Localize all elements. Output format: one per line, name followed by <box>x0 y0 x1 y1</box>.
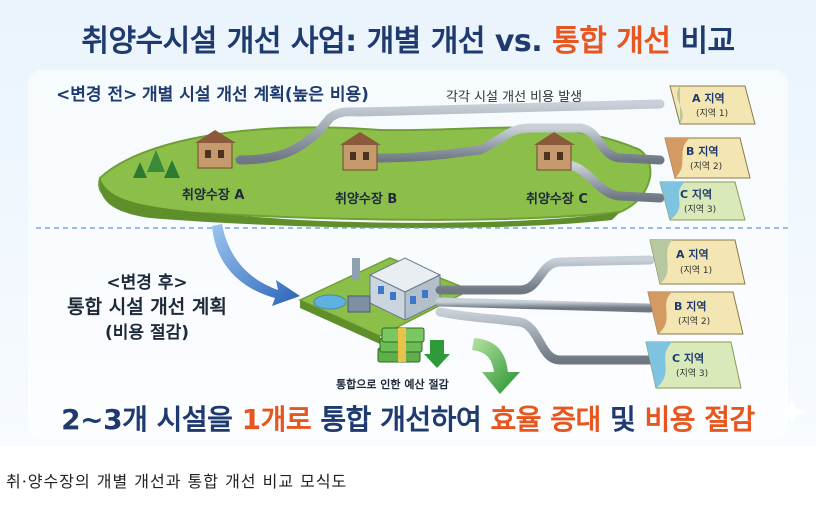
plant-a-label: 취양수장 A <box>182 188 245 203</box>
savings-label: 통합으로 인한 예산 절감 <box>336 378 449 391</box>
after-region-a-sub: (지역 1) <box>680 266 713 276</box>
after-region-b-sub: (지역 2) <box>678 317 711 327</box>
before-region-b-name: B 지역 <box>686 145 719 158</box>
savings-arrow <box>472 338 520 394</box>
trees <box>133 150 180 178</box>
before-pipes <box>235 99 665 203</box>
page-title: 취양수시설 개선 사업: 개별 개선 vs. 통합 개선 비교 <box>81 24 735 59</box>
after-region-a-tile <box>649 239 746 285</box>
after-region-b-name: B 지역 <box>674 300 707 313</box>
before-region-b-sub: (지역 2) <box>690 162 723 172</box>
transition-arrow <box>212 224 300 306</box>
after-pipes <box>435 255 655 365</box>
after-heading-line1: <변경 후> <box>106 273 188 293</box>
figure-caption: 취·양수장의 개별 개선과 통합 개선 비교 모식도 <box>6 472 348 491</box>
sparkle-icon <box>778 398 806 426</box>
savings-down-arrow <box>424 340 450 368</box>
after-region-b-tile <box>647 291 744 335</box>
after-region-c-tile <box>645 341 742 389</box>
after-heading-line3: (비용 절감) <box>104 323 190 343</box>
plant-b-building <box>340 132 381 171</box>
after-region-c-sub: (지역 3) <box>676 369 709 379</box>
money-icon <box>377 327 450 368</box>
integrated-plant-building <box>313 257 442 321</box>
before-region-a-name: A 지역 <box>692 92 725 105</box>
before-region-a-tile <box>669 85 756 125</box>
after-region-a-name: A 지역 <box>676 248 709 261</box>
before-region-c-tile <box>659 181 746 221</box>
before-cost-note: 각각 시설 개선 비용 발생 <box>446 90 583 105</box>
after-heading-line2: 통합 시설 개선 계획 <box>67 296 227 318</box>
plant-c-building <box>534 132 575 171</box>
land-edge <box>99 178 621 229</box>
before-heading-text: 개별 시설 개선 계획(높은 비용) <box>142 85 369 105</box>
plant-a-building <box>195 130 236 169</box>
before-region-c-name: C 지역 <box>680 188 713 201</box>
before-heading-tag: <변경 전> <box>56 85 138 105</box>
summary-slogan: 2~3개 시설을 1개로 통합 개선하여 효율 증대 및 비용 절감 <box>61 403 755 436</box>
before-region-a-sub: (지역 1) <box>696 109 729 119</box>
plant-b-label: 취양수장 B <box>335 192 398 207</box>
plant-c-label: 취양수장 C <box>526 192 588 207</box>
before-region-c-sub: (지역 3) <box>684 205 717 215</box>
integrated-land-edge <box>300 300 380 344</box>
before-region-b-tile <box>664 137 751 179</box>
after-region-c-name: C 지역 <box>672 352 705 365</box>
